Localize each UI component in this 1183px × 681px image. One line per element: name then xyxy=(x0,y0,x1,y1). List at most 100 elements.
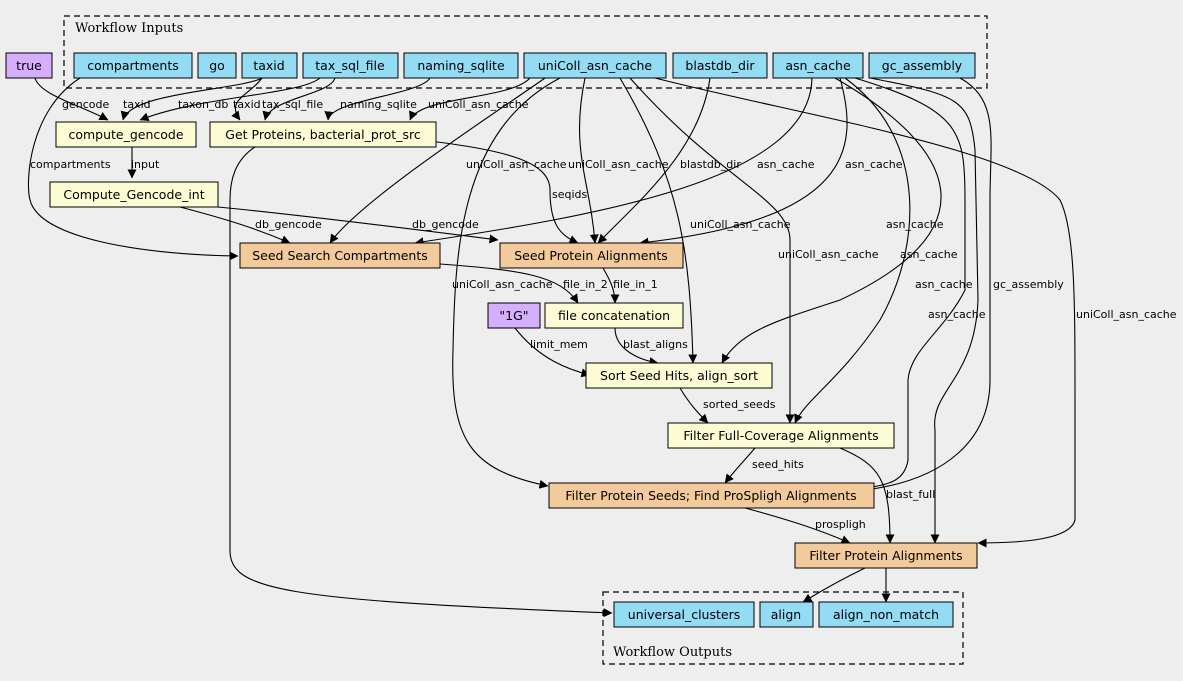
edge-unicoll-seed-protein xyxy=(578,77,599,244)
edge-label-sorted-seeds: sorted_seeds xyxy=(703,398,776,411)
edge-naming-get-proteins xyxy=(324,77,431,121)
edge-get-proteins-universal xyxy=(229,146,613,618)
edge-label-taxon-db: taxon_db xyxy=(178,98,228,111)
node-true[interactable]: true xyxy=(5,52,53,79)
edge-label-taxid: taxid xyxy=(233,98,261,111)
edge-unicoll-filter-full xyxy=(629,77,795,424)
svg-text:align_non_match: align_non_match xyxy=(833,607,939,622)
svg-text:blastdb_dir: blastdb_dir xyxy=(685,58,755,73)
node-filter-protein-alignments[interactable]: Filter Protein Alignments xyxy=(794,542,978,569)
edge-label-limit-mem: limit_mem xyxy=(530,338,588,351)
edge-label-file-in-2: file_in_2 xyxy=(563,278,608,291)
edge-label-compartments: compartments xyxy=(30,158,111,171)
svg-text:Seed Search Compartments: Seed Search Compartments xyxy=(252,248,428,263)
node-compartments[interactable]: compartments xyxy=(73,52,193,79)
edge-label-prospligh: prospligh xyxy=(815,518,866,531)
edge-label-tax-sql-file: tax_sql_file xyxy=(262,98,323,111)
node-gc-assembly[interactable]: gc_assembly xyxy=(868,52,976,79)
edge-seed-search-concat xyxy=(439,263,579,304)
edge-asn-seed-protein xyxy=(639,77,848,247)
svg-text:asn_cache: asn_cache xyxy=(785,58,851,73)
edge-label-unicoll: uniColl_asn_cache xyxy=(1076,308,1177,321)
edge-asn-sort xyxy=(721,77,942,364)
edge-tax-sql-compute-gencode xyxy=(139,77,321,122)
edge-label-asn-cache: asn_cache xyxy=(886,218,944,231)
edge-filter-full-alignments xyxy=(839,447,895,544)
edge-label-naming-sqlite: naming_sqlite xyxy=(340,98,417,111)
edge-label-unicoll: uniColl_asn_cache xyxy=(778,248,879,261)
svg-text:file concatenation: file concatenation xyxy=(558,308,670,323)
edge-asn-filter-full xyxy=(794,77,911,424)
svg-text:Compute_Gencode_int: Compute_Gencode_int xyxy=(63,187,204,202)
svg-text:naming_sqlite: naming_sqlite xyxy=(417,58,505,73)
svg-text:compartments: compartments xyxy=(87,58,179,73)
edges xyxy=(27,77,1076,618)
edge-label-seed-hits: seed_hits xyxy=(752,458,804,471)
svg-text:align: align xyxy=(771,607,801,622)
workflow-outputs-cluster: Workflow Outputs xyxy=(602,591,964,665)
node-const-1g[interactable]: "1G" xyxy=(487,302,541,329)
node-naming-sqlite[interactable]: naming_sqlite xyxy=(403,52,519,79)
edge-taxid-get-proteins xyxy=(231,77,263,121)
workflow-inputs-cluster: Workflow Inputs xyxy=(63,15,988,89)
edge-label-db-gencode: db_gencode xyxy=(412,218,479,231)
edge-asn-filter-seeds xyxy=(854,77,966,492)
edge-blastdb-seed-protein xyxy=(597,77,711,244)
edge-unicoll-sort xyxy=(619,77,698,364)
edge-gencode-int-seed-search xyxy=(179,206,291,244)
edge-filter-seeds-alignments xyxy=(744,507,851,544)
node-go[interactable]: go xyxy=(197,52,237,79)
edge-filter-alignments-align xyxy=(802,567,866,603)
node-taxid[interactable]: taxid xyxy=(241,52,298,79)
node-align[interactable]: align xyxy=(759,601,814,628)
edge-unicoll-seed-search xyxy=(329,77,546,244)
node-universal-clusters[interactable]: universal_clusters xyxy=(613,601,755,628)
svg-text:go: go xyxy=(209,58,225,73)
edge-label-asn-cache: asn_cache xyxy=(845,158,903,171)
svg-text:true: true xyxy=(16,58,42,73)
node-filter-protein-seeds[interactable]: Filter Protein Seeds; Find ProSpligh Ali… xyxy=(548,482,875,509)
edge-true-compute-gencode xyxy=(34,77,109,121)
edge-label-blast-aligns: blast_aligns xyxy=(623,338,688,351)
edge-seed-protein-concat xyxy=(602,267,620,304)
node-sort-seed-hits[interactable]: Sort Seed Hits, align_sort xyxy=(585,362,773,389)
node-blastdb-dir[interactable]: blastdb_dir xyxy=(672,52,768,79)
edge-labels: gencode taxid taxon_db taxid tax_sql_fil… xyxy=(30,98,1177,531)
edge-label-taxid: taxid xyxy=(123,98,151,111)
edge-label-asn-cache: asn_cache xyxy=(915,278,973,291)
edge-label-unicoll: uniColl_asn_cache xyxy=(690,218,791,231)
node-tax-sql-file[interactable]: tax_sql_file xyxy=(302,52,399,79)
edge-label-asn-cache: asn_cache xyxy=(928,308,986,321)
workflow-outputs-title: Workflow Outputs xyxy=(613,645,732,660)
edge-taxid-compute-gencode xyxy=(120,77,263,121)
edge-label-file-in-1: file_in_1 xyxy=(613,278,658,291)
edge-label-blastdb-dir: blastdb_dir xyxy=(680,158,741,171)
edge-label-gc-assembly: gc_assembly xyxy=(993,278,1064,291)
svg-text:universal_clusters: universal_clusters xyxy=(628,607,740,622)
svg-text:taxid: taxid xyxy=(253,58,284,73)
edge-compartments-seed-search xyxy=(27,77,239,261)
node-file-concatenation[interactable]: file concatenation xyxy=(544,302,684,329)
node-align-non-match[interactable]: align_non_match xyxy=(818,601,954,628)
node-filter-full-coverage[interactable]: Filter Full-Coverage Alignments xyxy=(667,422,895,449)
node-compute-gencode[interactable]: compute_gencode xyxy=(55,121,197,148)
svg-text:uniColl_asn_cache: uniColl_asn_cache xyxy=(538,58,653,73)
edge-label-gencode: gencode xyxy=(62,98,109,111)
svg-text:gc_assembly: gc_assembly xyxy=(882,58,963,73)
edge-label-input: input xyxy=(131,158,160,171)
edge-label-unicoll: uniColl_asn_cache xyxy=(466,158,567,171)
svg-text:"1G": "1G" xyxy=(499,308,528,323)
node-get-proteins[interactable]: Get Proteins, bacterial_prot_src xyxy=(209,121,437,148)
edge-gencode-int-seed-protein xyxy=(217,206,499,244)
edge-tax-sql-get-proteins xyxy=(262,77,336,121)
edge-label-blast-full: blast_full xyxy=(886,488,935,501)
edge-unicoll-filter-alignments xyxy=(654,77,1076,548)
node-unicoll-asn-cache[interactable]: uniColl_asn_cache xyxy=(523,52,667,79)
edge-unicoll-get-proteins xyxy=(409,77,531,121)
edge-asn-filter-alignments xyxy=(869,77,979,544)
node-asn-cache[interactable]: asn_cache xyxy=(772,52,864,79)
node-seed-protein-alignments[interactable]: Seed Protein Alignments xyxy=(499,242,684,269)
node-seed-search-compartments[interactable]: Seed Search Compartments xyxy=(239,242,441,269)
node-compute-gencode-int[interactable]: Compute_Gencode_int xyxy=(49,181,219,208)
